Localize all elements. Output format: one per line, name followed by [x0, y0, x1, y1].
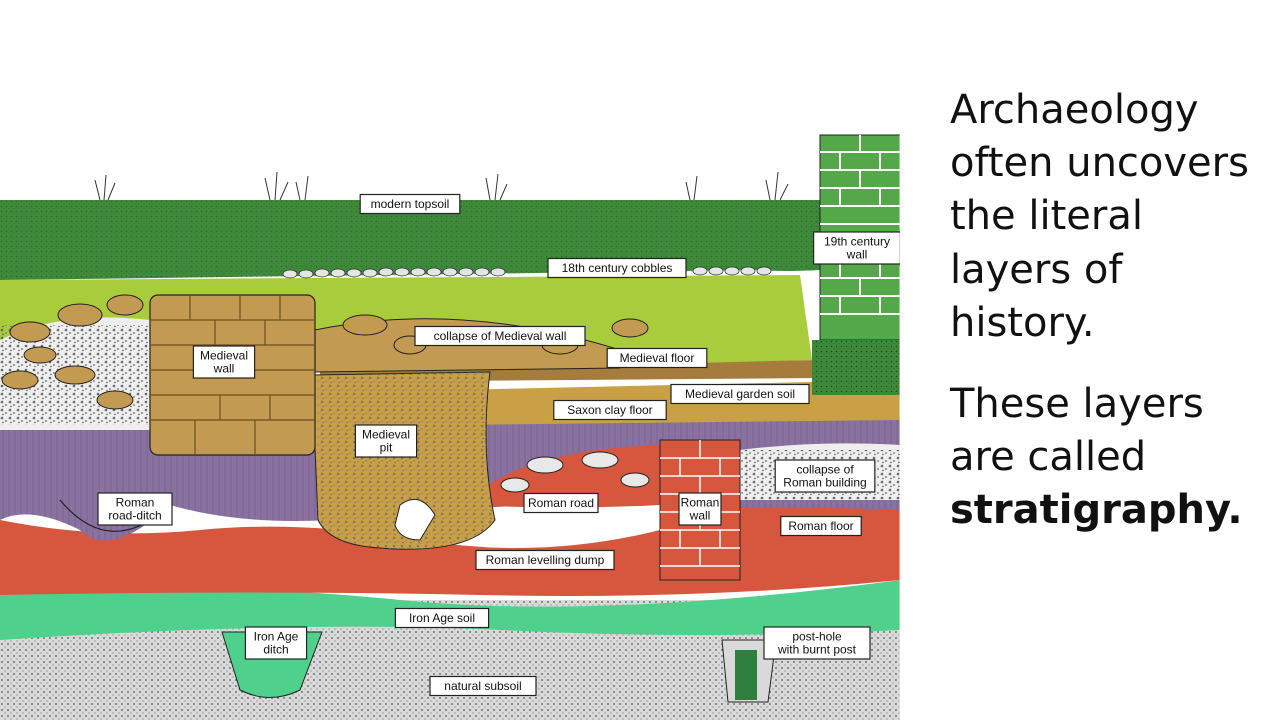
diagram-label-box	[763, 626, 871, 660]
roman-road-stones	[500, 451, 650, 493]
diagram-label: Medieval garden soil	[670, 383, 810, 405]
diagram-label: Roman road	[523, 492, 599, 514]
diagram-label-box	[429, 675, 537, 697]
diagram-label-box	[547, 257, 687, 279]
diagram-label: natural subsoil	[429, 675, 537, 697]
caption-text: Archaeology often uncovers the literal l…	[950, 84, 1270, 566]
grass-tufts	[94, 171, 789, 201]
medieval-pit-texture	[312, 372, 495, 550]
diagram-label-text: Medieval floor	[620, 351, 695, 365]
rubble-stones	[1, 294, 649, 410]
diagram-label-box	[678, 492, 722, 526]
diagram-label-text: Roman floor	[788, 519, 853, 533]
diagram-label-box	[606, 347, 708, 369]
burnt-post	[735, 650, 757, 700]
diagram-label-text: collapse of Medieval wall	[434, 329, 567, 343]
diagram-label-box	[774, 459, 876, 493]
diagram-label: Saxon clay floor	[553, 399, 667, 421]
cobbles	[282, 266, 772, 279]
stratigraphy-term: stratigraphy.	[950, 487, 1243, 534]
diagram-label-box	[670, 383, 810, 405]
diagram-label-box	[97, 492, 173, 526]
diagram-label-box	[244, 626, 308, 660]
diagram-label: Roman levelling dump	[475, 549, 615, 571]
diagram-label-text: 18th century cobbles	[562, 261, 673, 275]
diagram-label: 18th century cobbles	[547, 257, 687, 279]
wall-foundation-trench-texture	[812, 340, 900, 395]
diagram-label-box	[414, 325, 586, 347]
layer-labels: modern topsoil 18th century cobbles 19th c…	[97, 193, 900, 697]
diagram-label-text: modern topsoil	[371, 197, 450, 211]
diagram-label-box	[780, 515, 862, 537]
diagram-label-box	[475, 549, 615, 571]
diagram-label-box	[354, 424, 418, 458]
caption-paragraph-2-text: These layers are called	[950, 380, 1204, 481]
diagram-label-box	[523, 492, 599, 514]
diagram-label-text: Iron Age soil	[409, 611, 475, 625]
diagram-label-box	[192, 345, 256, 379]
diagram-label-text: natural subsoil	[444, 679, 521, 693]
pit-pottery	[394, 498, 436, 541]
diagram-label: modern topsoil	[359, 193, 461, 215]
caption-paragraph-2: These layers are called stratigraphy.	[950, 378, 1270, 538]
diagram-label: Iron Age soil	[394, 607, 490, 629]
caption-paragraph-1: Archaeology often uncovers the literal l…	[950, 87, 1249, 346]
stratigraphy-diagram: modern topsoil 18th century cobbles 19th c…	[0, 134, 900, 720]
diagram-label-box	[359, 193, 461, 215]
diagram-label-text: Medieval garden soil	[685, 387, 795, 401]
diagram-label: collapse of Medieval wall	[414, 325, 586, 347]
diagram-label: Medieval floor	[606, 347, 708, 369]
diagram-label-box	[394, 607, 490, 629]
diagram-label-text: Roman levelling dump	[486, 553, 605, 567]
diagram-label-box	[553, 399, 667, 421]
diagram-label-text: Roman road	[528, 496, 594, 510]
diagram-label: Roman floor	[780, 515, 862, 537]
diagram-label-box	[812, 231, 900, 265]
diagram-label-text: Saxon clay floor	[567, 403, 652, 417]
